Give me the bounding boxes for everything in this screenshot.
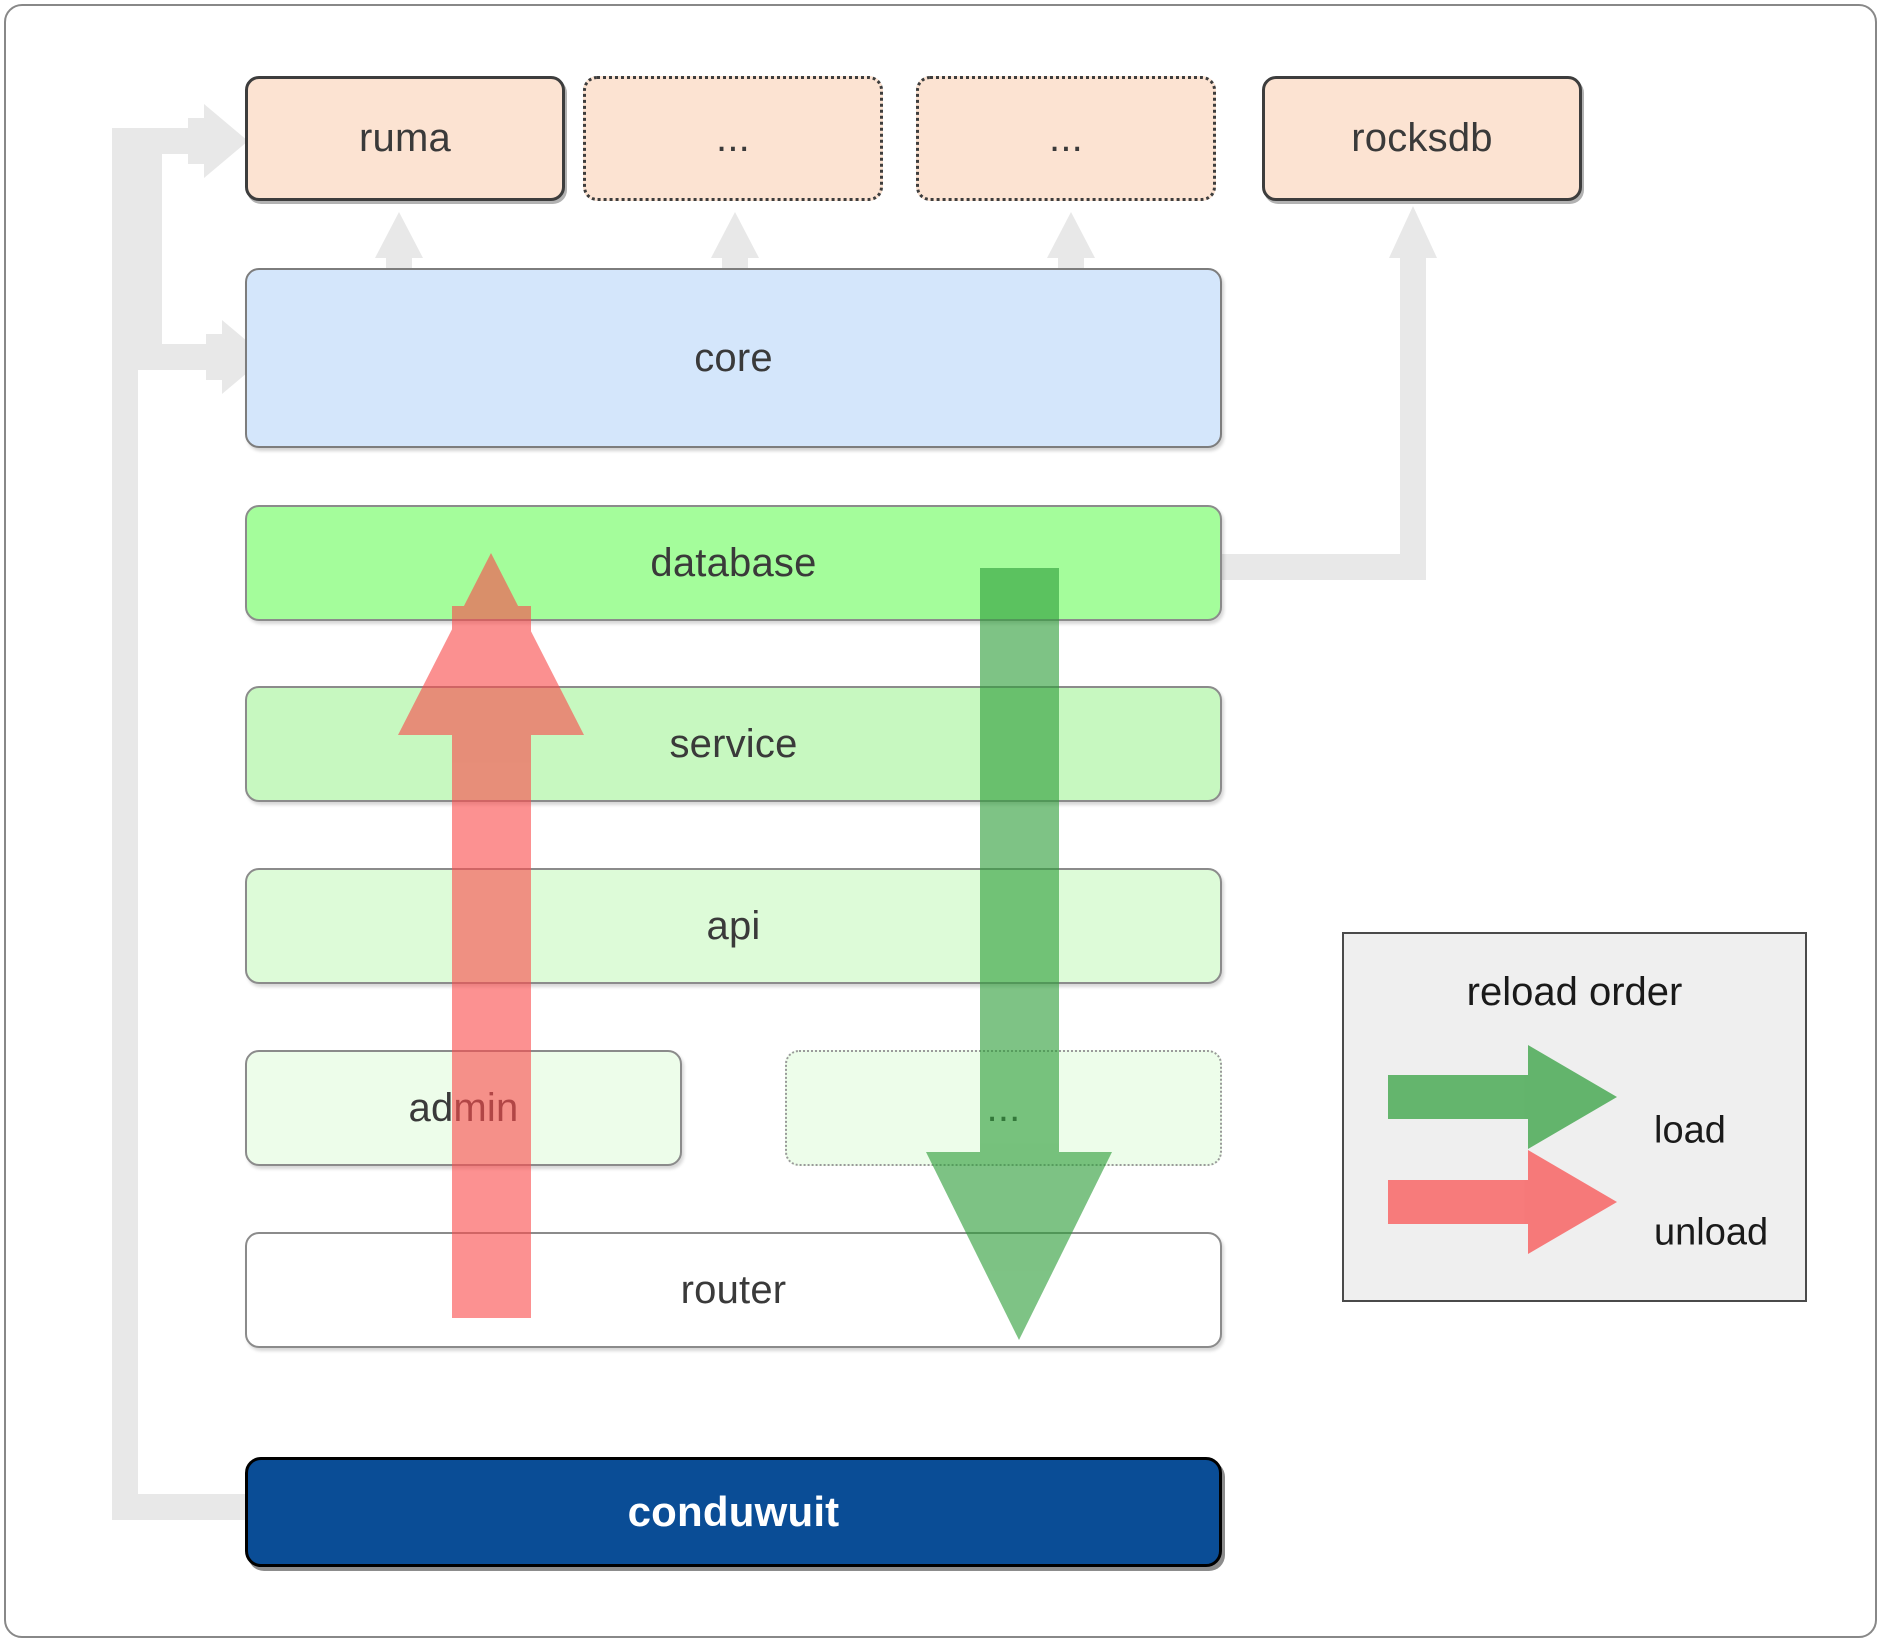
node-dots-1[interactable]: ... xyxy=(583,76,883,201)
node-rocksdb[interactable]: rocksdb xyxy=(1262,76,1582,201)
legend-label-load: load xyxy=(1654,1109,1726,1152)
node-service[interactable]: service xyxy=(245,686,1222,802)
unload-flow-arrow xyxy=(398,553,584,1318)
legend-load-arrow-icon xyxy=(1388,1045,1617,1149)
legend-label-unload: unload xyxy=(1654,1211,1769,1254)
legend-row-unload: unload xyxy=(1344,1178,1805,1288)
legend-title: reload order xyxy=(1466,970,1683,1014)
load-flow-arrow xyxy=(926,568,1112,1340)
node-core[interactable]: core xyxy=(245,268,1222,448)
legend-row-load: load xyxy=(1344,1076,1805,1186)
legend-unload-arrow-icon xyxy=(1388,1150,1617,1254)
node-ruma[interactable]: ruma xyxy=(245,76,565,201)
node-api[interactable]: api xyxy=(245,868,1222,984)
